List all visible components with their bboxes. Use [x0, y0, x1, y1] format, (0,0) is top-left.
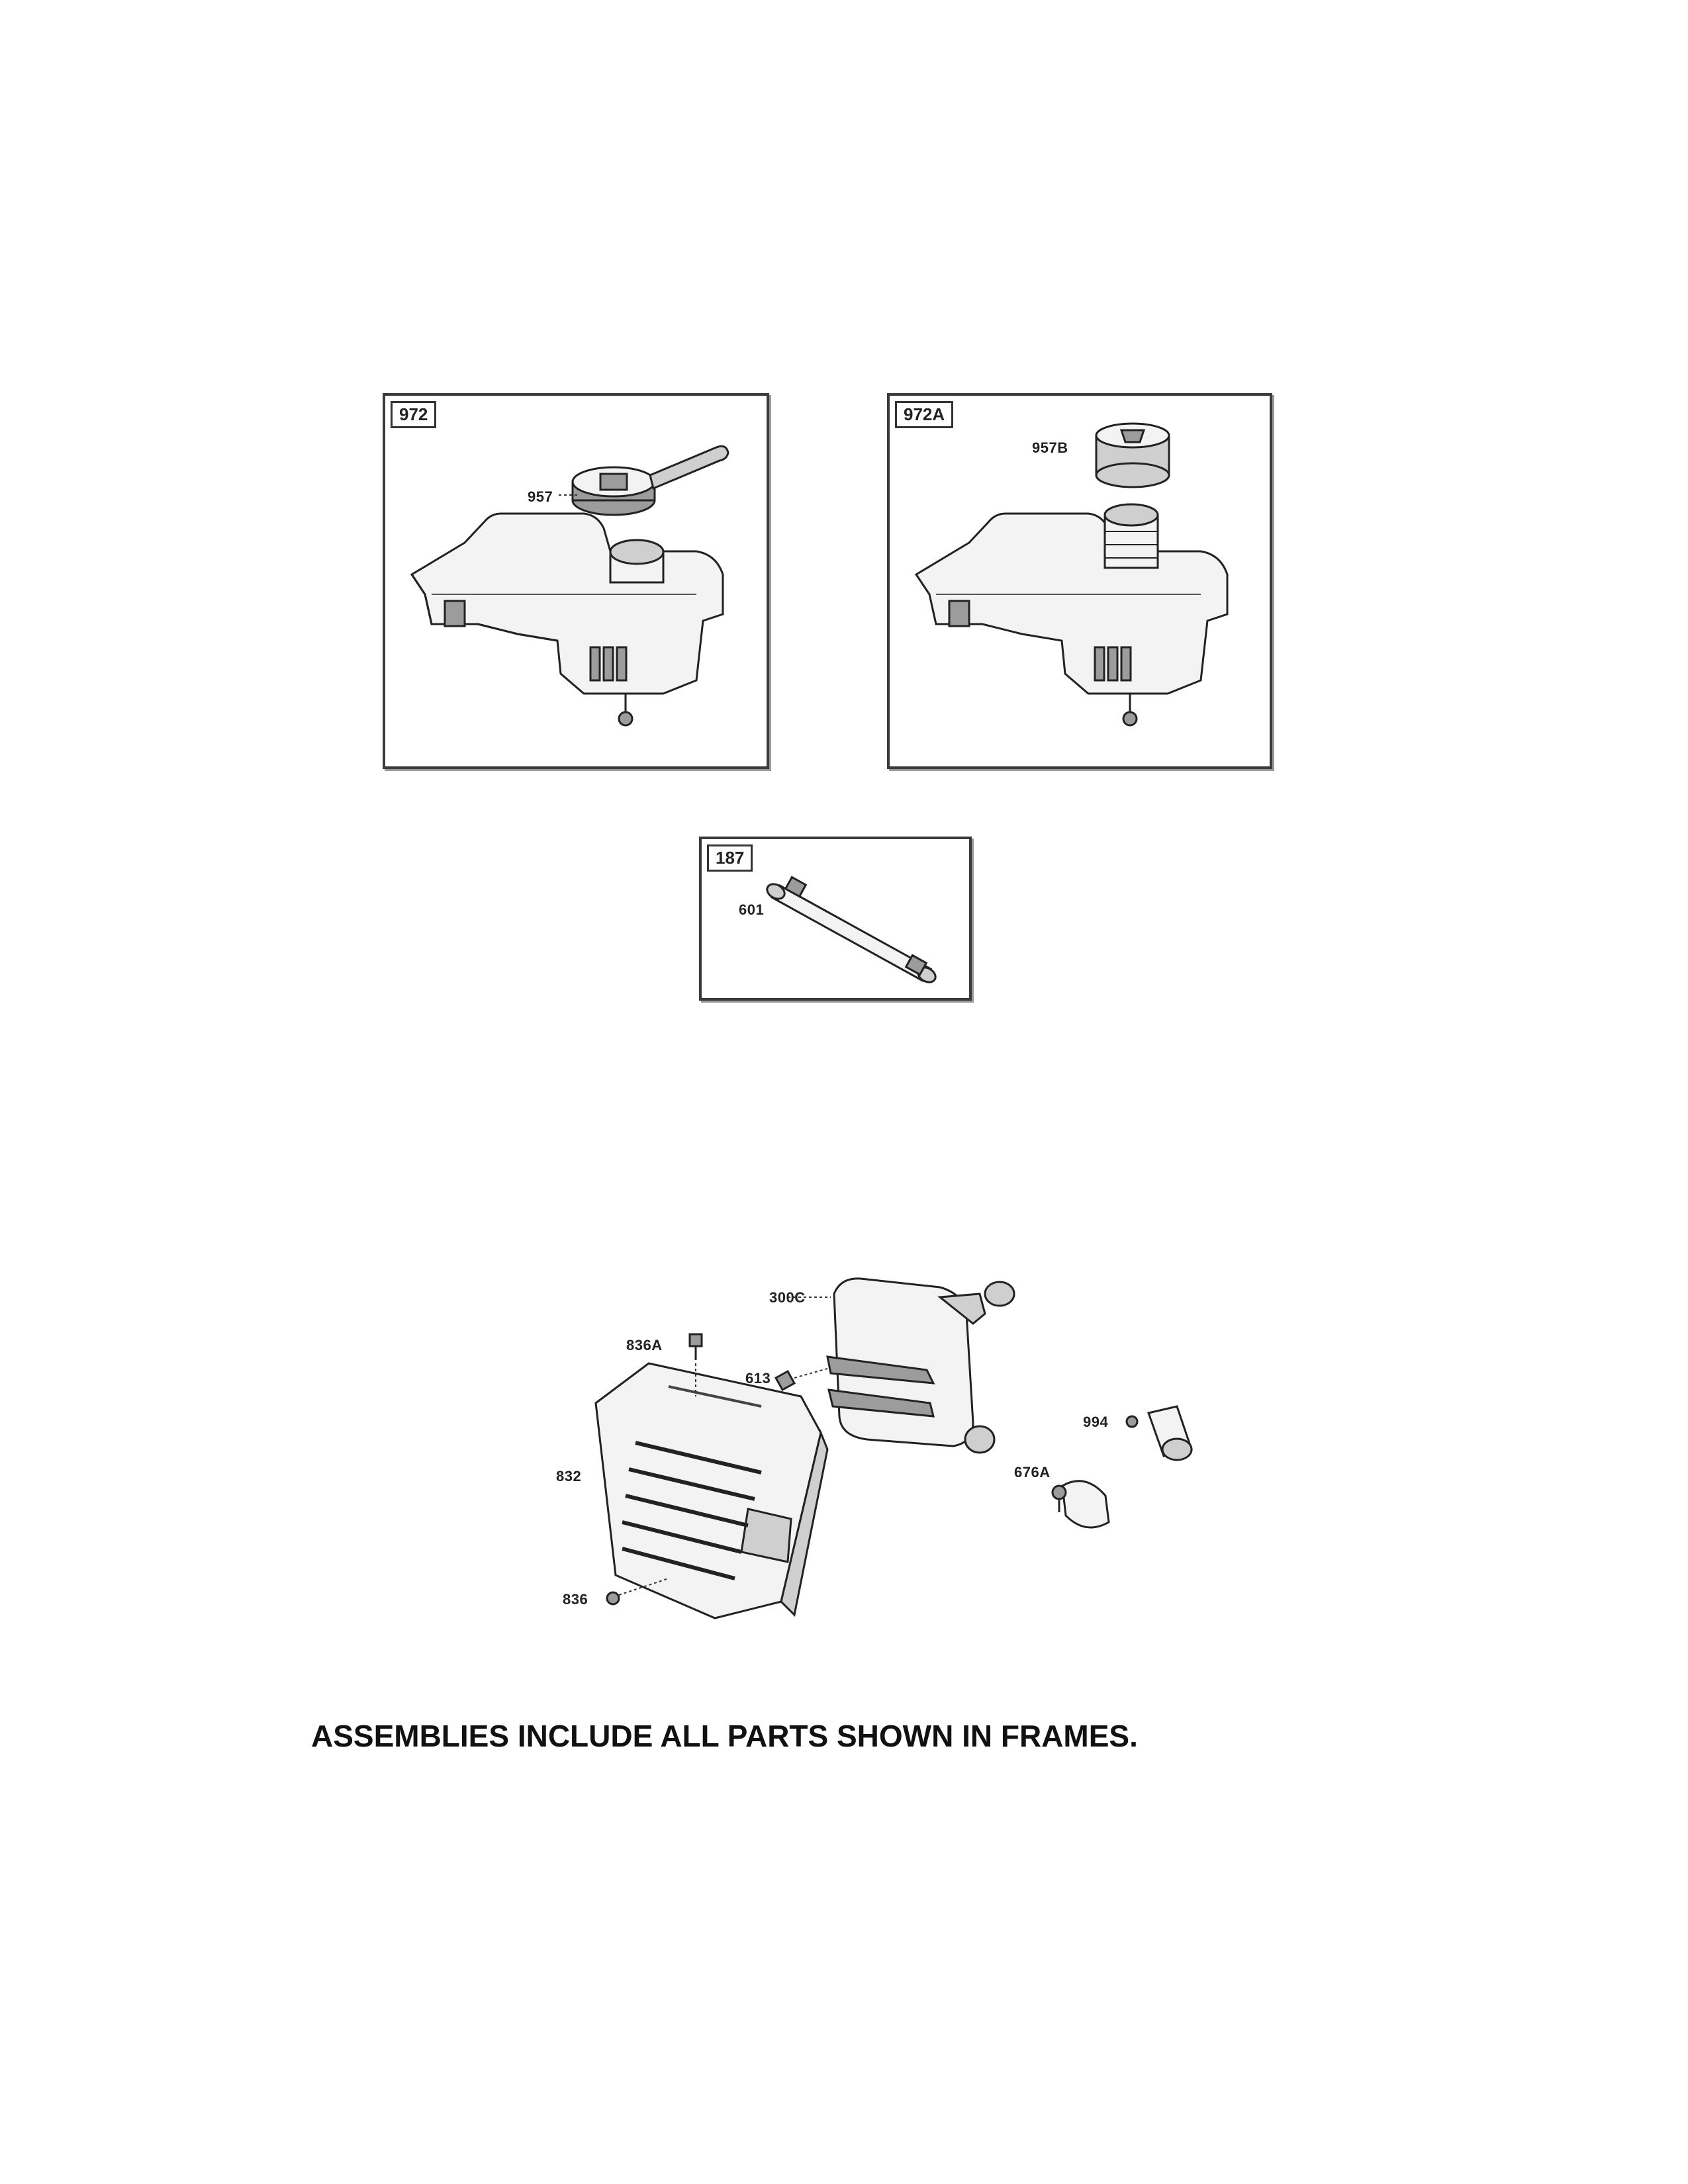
- callout-836: 836: [563, 1591, 588, 1608]
- callout-676a: 676A: [1014, 1464, 1051, 1480]
- frame-tag-972a: 972A: [895, 401, 954, 428]
- frame-tag-972: 972: [391, 401, 437, 428]
- fuel-line-illustration: [766, 876, 937, 983]
- fuel-tank-with-cap-illustration: [410, 445, 729, 727]
- callout-994: 994: [1083, 1414, 1109, 1430]
- fuel-tank-with-round-cap-illustration: [914, 422, 1229, 727]
- frame-187: 187 601: [699, 837, 972, 1001]
- frame-972: 972 957: [383, 393, 769, 769]
- callout-957: 957: [528, 488, 553, 505]
- callout-836a: 836A: [626, 1337, 663, 1353]
- callout-957b: 957B: [1032, 439, 1068, 456]
- callout-300c: 300C: [769, 1289, 806, 1306]
- frame-tag-187: 187: [707, 844, 753, 872]
- callout-613: 613: [745, 1370, 771, 1387]
- assemblies-note: ASSEMBLIES INCLUDE ALL PARTS SHOWN IN FR…: [311, 1719, 1138, 1753]
- callout-832: 832: [556, 1468, 582, 1484]
- frame-972a: 972A 957B: [887, 393, 1272, 769]
- callout-601: 601: [739, 901, 765, 918]
